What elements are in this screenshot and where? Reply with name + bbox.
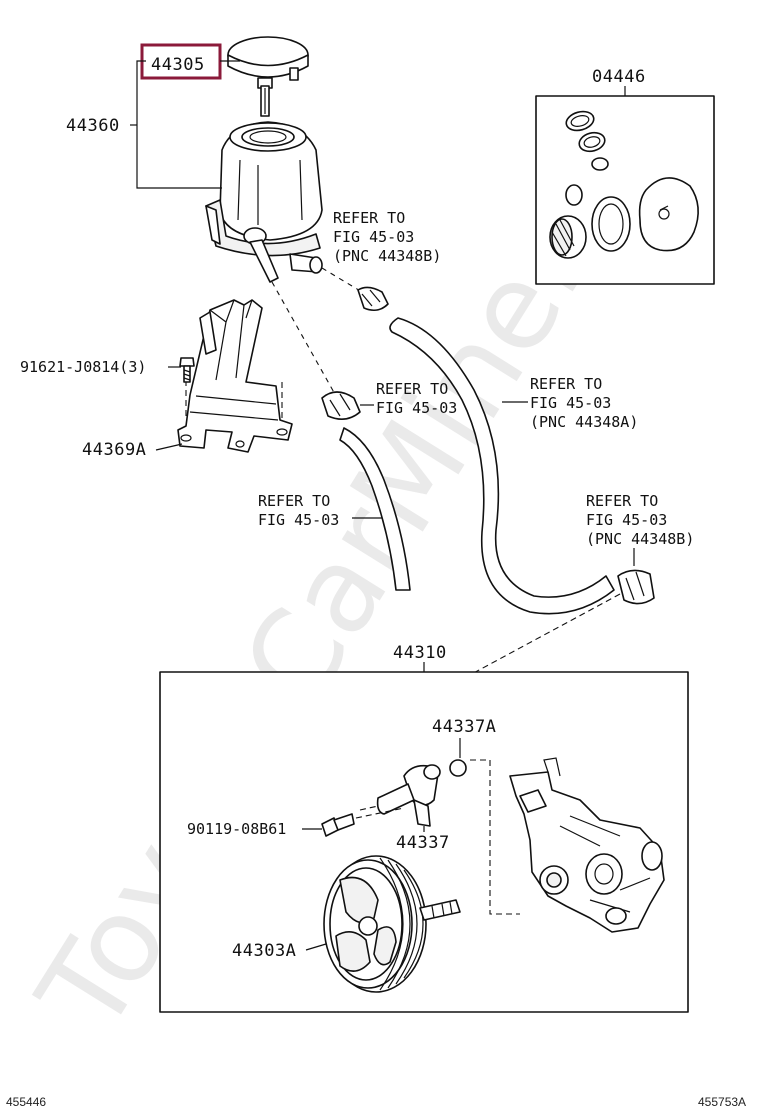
refer-line: REFER TO xyxy=(530,375,602,393)
refer-line: FIG 45-03 xyxy=(586,511,667,529)
label-44337a[interactable]: 44337A xyxy=(432,717,496,758)
label-44310[interactable]: 44310 xyxy=(393,643,447,672)
refer-line: REFER TO xyxy=(333,209,405,227)
label-91621[interactable]: 91621-J0814(3) xyxy=(20,358,181,376)
part-number-44369a[interactable]: 44369A xyxy=(82,440,146,460)
diagram-code-left: 455446 xyxy=(6,1095,46,1109)
reservoir-cap-drawing xyxy=(227,36,309,117)
pump-body-drawing xyxy=(509,757,665,933)
part-number-44305[interactable]: 44305 xyxy=(151,55,205,75)
label-44303a[interactable]: 44303A xyxy=(232,941,327,961)
bolt-91621-drawing xyxy=(179,357,195,383)
part-number-44303a[interactable]: 44303A xyxy=(232,941,296,961)
refer-note-3[interactable]: REFER TO FIG 45-03 (PNC 44348A) xyxy=(502,375,638,431)
refer-line: REFER TO xyxy=(586,492,658,510)
part-number-44360[interactable]: 44360 xyxy=(66,116,120,136)
refer-line: REFER TO xyxy=(258,492,330,510)
refer-line: FIG 45-03 xyxy=(258,511,339,529)
o-ring-drawing xyxy=(449,759,520,915)
refer-line: (PNC 44348B) xyxy=(586,530,694,548)
part-number-90119[interactable]: 90119-08B61 xyxy=(187,820,286,838)
refer-line: FIG 45-03 xyxy=(333,228,414,246)
part-number-91621[interactable]: 91621-J0814(3) xyxy=(20,358,146,376)
label-44337[interactable]: 44337 xyxy=(396,826,450,853)
part-number-44337[interactable]: 44337 xyxy=(396,833,450,853)
reservoir-drawing xyxy=(205,121,323,283)
bolt-90119-drawing xyxy=(321,807,405,837)
refer-line: FIG 45-03 xyxy=(530,394,611,412)
refer-line: (PNC 44348A) xyxy=(530,413,638,431)
union-fitting-drawing xyxy=(359,764,441,827)
label-44369a[interactable]: 44369A xyxy=(82,440,183,460)
bracket-drawing xyxy=(177,299,293,453)
refer-note-4[interactable]: REFER TO FIG 45-03 xyxy=(258,492,382,529)
hoses-drawing xyxy=(271,267,655,778)
part-number-44337a[interactable]: 44337A xyxy=(432,717,496,737)
diagram-code-right: 455753A xyxy=(698,1095,746,1109)
pulley-drawing xyxy=(323,855,461,993)
label-44305[interactable]: 44305 xyxy=(140,43,240,80)
label-44360[interactable]: 44360 xyxy=(66,60,222,189)
part-number-04446[interactable]: 04446 xyxy=(592,67,646,87)
seal-kit-group: 04446 xyxy=(535,67,715,285)
refer-note-2[interactable]: REFER TO FIG 45-03 xyxy=(360,380,457,417)
refer-line: REFER TO xyxy=(376,380,448,398)
refer-line: (PNC 44348B) xyxy=(333,247,441,265)
label-90119[interactable]: 90119-08B61 xyxy=(187,820,322,838)
part-number-44310[interactable]: 44310 xyxy=(393,643,447,663)
refer-note-5[interactable]: REFER TO FIG 45-03 (PNC 44348B) xyxy=(586,492,694,566)
refer-line: FIG 45-03 xyxy=(376,399,457,417)
refer-note-1[interactable]: REFER TO FIG 45-03 (PNC 44348B) xyxy=(333,209,441,265)
